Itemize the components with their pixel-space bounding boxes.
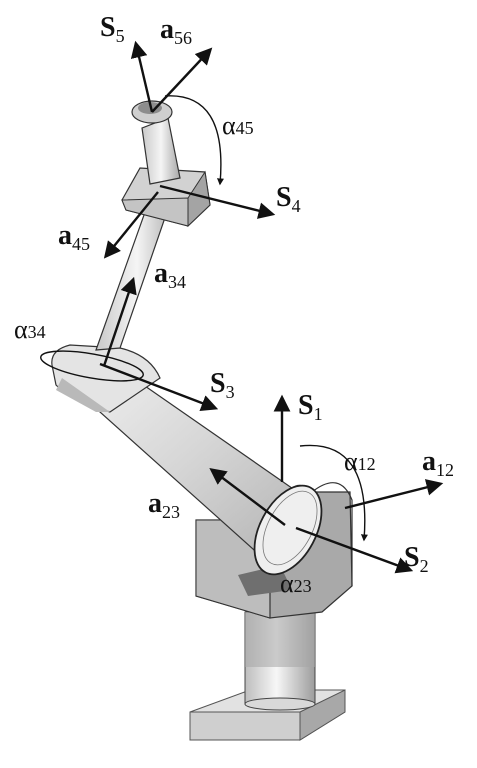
- label-s5: S5: [100, 12, 125, 46]
- label-alpha12: α12: [344, 447, 376, 476]
- a56-arrow: [151, 47, 213, 113]
- s2-arrow: [295, 526, 414, 574]
- a23-arrow: [209, 467, 286, 526]
- alpha34-ellipse: [40, 350, 144, 382]
- label-a56: a56: [160, 14, 192, 48]
- label-a34: a34: [154, 258, 186, 292]
- a12-arrow: [344, 479, 444, 510]
- s5-arrow: [130, 40, 154, 113]
- labels: S5 a56 α45 S4 a45 a34 α34 S3 S1 α12 a12: [14, 12, 454, 598]
- s4-arrow: [159, 184, 276, 219]
- alpha12-arc: [299, 444, 368, 542]
- a45-arrow: [103, 191, 159, 259]
- label-s2: S2: [404, 542, 429, 576]
- lower-link: [51, 344, 313, 567]
- shoulder-joint: [253, 484, 323, 576]
- label-s4: S4: [276, 182, 301, 216]
- a34-arrow: [102, 276, 137, 367]
- label-a23: a23: [148, 488, 180, 522]
- label-alpha23: α23: [280, 569, 312, 598]
- s3-arrow: [99, 362, 219, 412]
- axis-arrows: [99, 40, 444, 574]
- label-alpha45: α45: [222, 111, 254, 140]
- base-column: [244, 611, 316, 711]
- label-a45: a45: [58, 220, 90, 254]
- rotation-arcs: [40, 95, 368, 542]
- alpha45-arc: [164, 95, 224, 186]
- label-s1: S1: [298, 390, 323, 424]
- label-a12: a12: [422, 446, 454, 480]
- label-alpha34: α34: [14, 315, 46, 344]
- wrist-block: [121, 100, 211, 228]
- label-s3: S3: [210, 368, 235, 402]
